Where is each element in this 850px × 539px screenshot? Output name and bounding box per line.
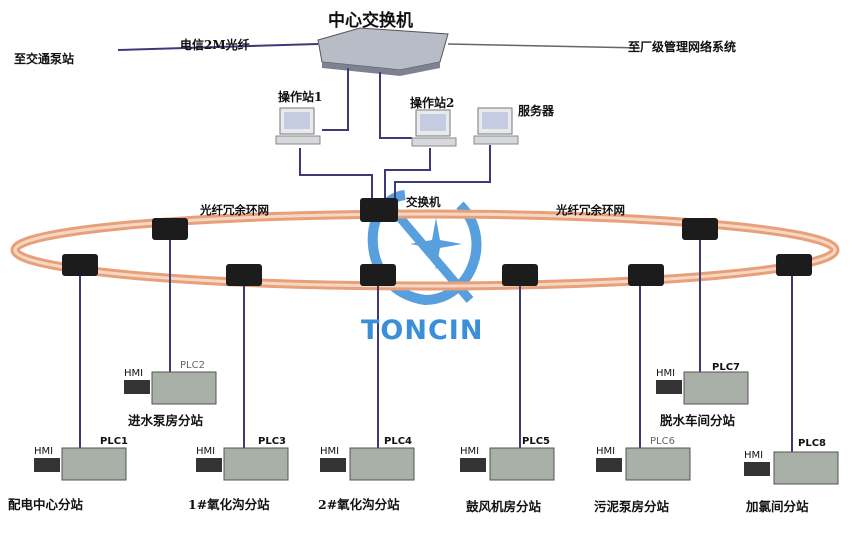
hmi-label: HMI [196, 446, 216, 457]
ring-switch-3 [226, 264, 262, 286]
plc-label: PLC3 [258, 436, 286, 447]
station-equipment [34, 371, 839, 485]
ring-switch-5 [502, 264, 538, 286]
hmi-label: HMI [34, 446, 54, 457]
toncin-logo-text: TONCIN [361, 315, 484, 346]
plant-network-line [447, 43, 641, 49]
hmi-label: HMI [124, 368, 144, 379]
hmi-label: HMI [596, 446, 616, 457]
station-name: 加氯间分站 [746, 499, 809, 514]
hmi-label: HMI [460, 446, 480, 457]
external-right-label: 至厂级管理网络系统 [628, 40, 737, 54]
computer-icon [411, 109, 457, 147]
plc-label: PLC7 [712, 362, 740, 373]
station-links [79, 240, 793, 460]
ring-switch-6 [628, 264, 664, 286]
ring-switch-7 [682, 218, 718, 240]
diagram-title: 中心交换机 [328, 11, 413, 31]
plc-label: PLC8 [798, 438, 826, 449]
hmi-label: HMI [656, 368, 676, 379]
ring-label-left: 光纤冗余环网 [200, 203, 269, 217]
server-label: 服务器 [518, 104, 555, 118]
telecom-fiber-line [117, 43, 319, 51]
station-name: 配电中心分站 [8, 497, 84, 512]
station-name: 进水泵房分站 [128, 413, 204, 428]
op-station-2-label: 操作站2 [410, 96, 455, 110]
hmi-label: HMI [320, 446, 340, 457]
ring-label-right: 光纤冗余环网 [556, 203, 625, 217]
ring-switch-center [360, 198, 398, 222]
station-name: 污泥泵房分站 [594, 499, 670, 514]
telecom-fiber-label: 电信2M光纤 [180, 38, 250, 52]
ring-switch-2 [152, 218, 188, 240]
ring-switch-label: 交换机 [406, 195, 441, 209]
ring-switch-1 [62, 254, 98, 276]
plc-label: PLC2 [180, 360, 205, 371]
station-name: 1#氧化沟分站 [188, 497, 270, 512]
ring-switch-4 [360, 264, 396, 286]
fiber-ring [10, 209, 840, 291]
plc-label: PLC6 [650, 436, 675, 447]
plc-label: PLC1 [100, 436, 128, 447]
plc-label: PLC4 [384, 436, 412, 447]
plc-label: PLC5 [522, 436, 550, 447]
ring-switch-8 [776, 254, 812, 276]
ring-switches [62, 198, 812, 286]
core-switch [317, 27, 449, 76]
external-left-label: 至交通泵站 [14, 52, 75, 66]
station-name: 2#氧化沟分站 [318, 497, 400, 512]
op-station-1-label: 操作站1 [278, 90, 323, 104]
computer-icon [275, 107, 321, 145]
station-name: 鼓风机房分站 [466, 499, 542, 514]
server-icon [473, 107, 519, 145]
hmi-label: HMI [744, 450, 764, 461]
core-links [299, 68, 491, 205]
station-name: 脱水车间分站 [660, 413, 736, 428]
